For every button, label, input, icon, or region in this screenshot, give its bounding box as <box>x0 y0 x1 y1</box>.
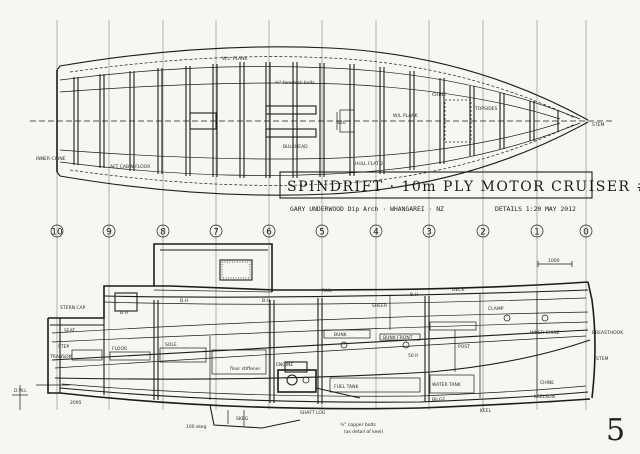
plan-label-bulkhead: BULKHEAD <box>283 144 308 150</box>
profile-label-chine: CHINE <box>540 380 554 386</box>
station-marker-label: 6 <box>266 228 272 238</box>
plan-label-hull-flat: HULL FLAT 2 <box>355 161 383 167</box>
station-marker-circle <box>209 224 223 238</box>
plan-label-chine: CHINE <box>432 92 446 98</box>
plan-label-rub-rail: W.L. PLANK <box>222 56 249 62</box>
profile-label-bilge: BILGE <box>432 397 445 403</box>
drawing-title: SPINDRIFT · 10m PLY MOTOR CRUISER # 71 <box>287 179 640 195</box>
profile-label-inner-chine: INNER CHINE <box>530 330 560 336</box>
station-marker-label: 1 <box>534 228 540 238</box>
profile-label-bh-mid: B.H <box>262 298 270 304</box>
profile-label-sole: SOLE <box>165 342 177 348</box>
station-marker-label: 2 <box>480 228 486 238</box>
profile-label-breasthook: BREASTHOOK <box>592 330 624 336</box>
station-marker-label: 3 <box>426 228 432 238</box>
profile-label-shaft-log: SHAFT LOG <box>300 410 326 416</box>
station-marker-label: 10 <box>51 228 63 238</box>
profile-label-keel: KEEL <box>480 408 492 414</box>
station-marker-circle <box>50 224 64 238</box>
plan-view: W.L. PLANK ¾" foredeck bolts 420 CHINE W… <box>30 46 612 196</box>
profile-label-sheer: SHEER <box>372 303 387 309</box>
profile-label-deck: DECK <box>452 287 465 293</box>
plan-label-topsides: TOPSIDES <box>474 106 497 112</box>
scale-bar-label: 1000 <box>548 258 560 264</box>
profile-label-bolt-note: (as detail of keel) <box>344 429 383 435</box>
profile-label-bunk-front: BUNK FRONT <box>383 335 413 341</box>
engine <box>277 361 361 399</box>
profile-label-step: STEP <box>58 344 69 350</box>
station-marker-label: 8 <box>160 228 166 238</box>
profile-label-floor-stiff: floor stiffener <box>230 366 260 372</box>
station-marker-label: 0 <box>583 228 589 238</box>
profile-label-bunk: BUNK <box>334 332 348 338</box>
plan-label-aft-cabin-floor: AFT CABIN FLOOR <box>110 164 150 170</box>
profile-label-bh-aft: B.H <box>120 310 128 316</box>
plan-label-foredeck-bolts: ¾" foredeck bolts <box>275 80 315 86</box>
station-marker-circle <box>422 224 436 238</box>
station-marker-circle <box>262 224 276 238</box>
bulkheads <box>103 292 538 404</box>
station-marker-circle <box>102 224 116 238</box>
station-marker-circle <box>315 224 329 238</box>
station-marker-circle <box>476 224 490 238</box>
profile-label-transom: TRANSOM <box>49 354 73 360</box>
profile-label-floor: FLOOR <box>112 346 127 352</box>
profile-label-stern-cap: STERN CAP <box>60 305 86 311</box>
designer-line: GARY UNDERWOOD Dip Arch · WHANGAREI · NZ <box>290 205 444 213</box>
deck-beams <box>73 62 559 178</box>
profile-label-post: POST <box>458 344 470 350</box>
profile-label-clamp: CLAMP <box>488 306 504 312</box>
profile-label-bh-fwd: B.H <box>410 292 418 298</box>
station-marker-label: 9 <box>106 228 112 238</box>
station-marker-label: 4 <box>373 228 379 238</box>
profile-label-dim-100: 100 skeg <box>186 424 207 430</box>
station-marker-circle <box>369 224 383 238</box>
details-line: DETAILS 1:20 MAY 2012 <box>495 205 576 213</box>
profile-label-water-tank: WATER TANK <box>432 382 462 388</box>
plan-label-dim-420: 420 <box>337 120 346 126</box>
station-marker-label: 7 <box>213 228 219 238</box>
title-block: SPINDRIFT · 10m PLY MOTOR CRUISER # 71 G… <box>279 171 640 213</box>
station-marker-label: 5 <box>319 228 325 238</box>
profile-label-water-tank-note: 50 lt <box>408 353 418 359</box>
profile-label-dim-2095: 2095 <box>70 400 82 406</box>
profile-label-skeg: SKEG <box>236 416 249 422</box>
profile-label-waterline: D.W.L <box>14 388 27 394</box>
profile-view: 1000 <box>12 243 624 435</box>
profile-label-keelson: KEELSON <box>534 394 555 400</box>
station-marker-circle <box>579 224 593 238</box>
profile-label-copper-bolts: ¾" copper bolts <box>340 422 376 428</box>
profile-label-stem: STEM <box>596 356 608 362</box>
plan-label-chine-plank: W/L PLANK <box>393 113 419 119</box>
station-marker-circle <box>530 224 544 238</box>
page-number: 5 <box>606 413 625 448</box>
profile-label-seat: SEAT <box>64 328 75 334</box>
profile-label-rail: RAIL <box>322 288 332 294</box>
station-marker-circle <box>156 224 170 238</box>
plan-label-stem: STEM <box>592 122 604 128</box>
profile-label-fuel-tank: FUEL TANK <box>334 384 360 390</box>
profile-label-bh-wheel: B.H <box>180 298 188 304</box>
profile-label-engine: ENGINE <box>276 362 293 368</box>
plan-label-inner-chine: INNER CHINE <box>36 156 66 162</box>
